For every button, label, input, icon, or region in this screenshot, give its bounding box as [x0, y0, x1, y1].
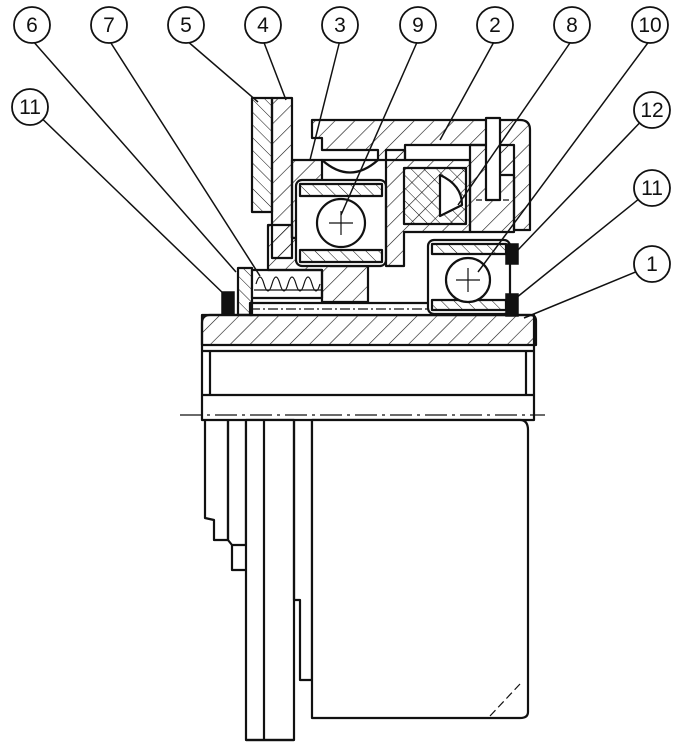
callout-label-2: 2 [489, 14, 501, 37]
callout-7: 7 [90, 6, 128, 44]
friction-disc-side [244, 418, 296, 742]
callout-label-11-left: 11 [19, 96, 41, 119]
hub-part-1 [200, 313, 538, 347]
callout-9: 9 [399, 6, 437, 44]
callout-label-12: 12 [640, 99, 663, 122]
armature-side [292, 420, 314, 682]
callout-label-8: 8 [566, 14, 578, 37]
callout-label-11-right: 11 [641, 177, 663, 200]
callout-12: 12 [633, 91, 671, 129]
leader-lines [29, 39, 651, 319]
section-view [200, 96, 538, 347]
bearing-9-inner-race [298, 248, 384, 264]
disc-step-1 [203, 420, 230, 542]
seal-11-left [221, 291, 235, 315]
screw-8-tip [438, 173, 464, 218]
friction-lining-5 [250, 96, 274, 214]
screw-8-shank [484, 116, 502, 202]
callout-1: 1 [633, 245, 671, 283]
callout-2: 2 [476, 6, 514, 44]
seal-12 [505, 243, 519, 265]
housing-side [310, 418, 530, 720]
callout-8: 8 [553, 6, 591, 44]
housing-2-top [310, 118, 532, 232]
callout-6: 6 [13, 6, 51, 44]
end-plate-6 [236, 266, 254, 317]
callout-3: 3 [321, 6, 359, 44]
callout-11-right: 11 [633, 169, 671, 207]
callout-label-4: 4 [257, 14, 269, 37]
lower-outline-view [200, 313, 536, 742]
callout-label-3: 3 [334, 14, 346, 37]
seal-11-right [505, 293, 519, 317]
callout-label-1: 1 [646, 253, 658, 276]
callout-label-10: 10 [638, 14, 661, 37]
bearing-9-outer-race [298, 182, 384, 198]
callout-label-9: 9 [412, 14, 424, 37]
callout-4: 4 [244, 6, 282, 44]
callout-5: 5 [167, 6, 205, 44]
callout-label-7: 7 [103, 14, 115, 37]
callout-label-6: 6 [26, 14, 38, 37]
callout-11-left: 11 [11, 88, 49, 126]
ball-groove [320, 158, 380, 174]
callout-label-5: 5 [180, 14, 192, 37]
callout-10: 10 [631, 6, 669, 44]
